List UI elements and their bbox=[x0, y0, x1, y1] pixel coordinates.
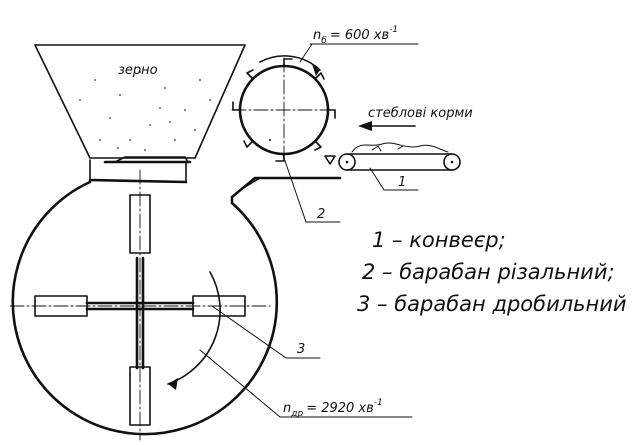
callout-3: 3 bbox=[211, 305, 321, 359]
hammer-top bbox=[129, 194, 151, 254]
svg-text:nб= 600 хв-1: nб= 600 хв-1 bbox=[313, 25, 398, 46]
svg-text:nдр= 2920 хв-1: nдр= 2920 хв-1 bbox=[283, 398, 383, 419]
cutter-speed-exponent: -1 bbox=[389, 25, 398, 35]
hammer-left bbox=[34, 295, 88, 317]
counter-knife bbox=[324, 155, 336, 165]
conveyor bbox=[338, 142, 461, 171]
cutter-speed-subscript: б bbox=[321, 36, 327, 46]
legend-item-cutting-drum: 2 – барабан різальний; bbox=[362, 260, 615, 284]
crusher-speed-subscript: др bbox=[290, 409, 303, 419]
hopper: зерно bbox=[34, 44, 246, 183]
legend: 1 – конвеєр; 2 – барабан різальний; 3 – … bbox=[357, 228, 627, 316]
svg-text:3: 3 bbox=[297, 342, 305, 357]
legend-item-conveyor: 1 – конвеєр; bbox=[372, 228, 506, 252]
grain-dots bbox=[79, 71, 211, 151]
cutter-speed-annotation: nб= 600 хв-1 bbox=[299, 25, 419, 63]
svg-text:1: 1 bbox=[398, 175, 406, 190]
forage-label: стеблові корми bbox=[368, 106, 473, 121]
grain-label: зерно bbox=[118, 63, 158, 78]
cutter-speed-symbol: n bbox=[313, 28, 321, 43]
crushing-rotor bbox=[34, 194, 246, 426]
svg-text:2: 2 bbox=[317, 207, 325, 222]
crusher-rotation-arrow-head bbox=[168, 378, 178, 390]
callout-1: 1 bbox=[369, 167, 419, 191]
callout-2: 2 bbox=[282, 154, 341, 223]
crusher-housing bbox=[9, 169, 342, 441]
drum-rotation-arrow-head bbox=[312, 64, 320, 76]
crusher-speed-value: = 2920 хв bbox=[306, 401, 374, 416]
crusher-speed-exponent: -1 bbox=[374, 398, 383, 408]
crusher-speed-annotation: nдр= 2920 хв-1 bbox=[199, 349, 413, 419]
legend-item-crushing-drum: 3 – барабан дробильний bbox=[357, 292, 627, 316]
cutting-drum bbox=[231, 55, 337, 165]
forage-feed-arrow bbox=[358, 121, 416, 131]
hammer-bottom bbox=[129, 366, 151, 426]
cutter-speed-value: = 600 хв bbox=[330, 28, 389, 43]
crusher-speed-symbol: n bbox=[283, 401, 291, 416]
